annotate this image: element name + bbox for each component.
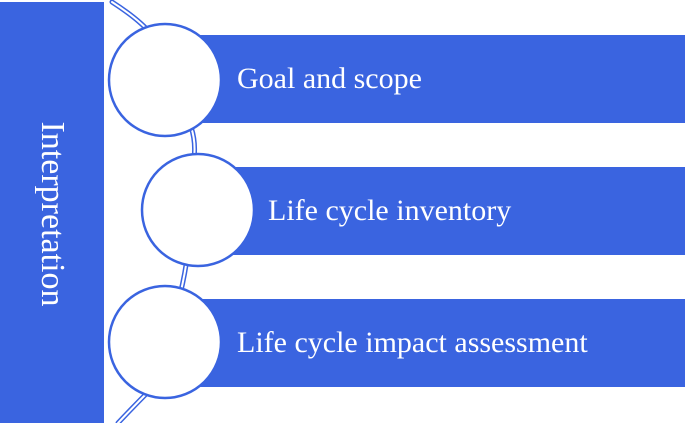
stage-label-life-cycle-impact-assessment: Life cycle impact assessment: [237, 326, 588, 359]
stage-circle-goal-and-scope: [107, 22, 223, 138]
stage-label-life-cycle-inventory: Life cycle inventory: [268, 194, 512, 227]
stage-circle-life-cycle-impact-assessment: [107, 284, 223, 400]
interpretation-bar: Interpretation: [0, 2, 104, 423]
stage-circle-life-cycle-inventory: [140, 152, 256, 268]
stage-bar-goal-and-scope: [165, 35, 685, 123]
stage-label-goal-and-scope: Goal and scope: [237, 62, 422, 95]
stage-bar-life-cycle-impact-assessment: [165, 299, 685, 387]
